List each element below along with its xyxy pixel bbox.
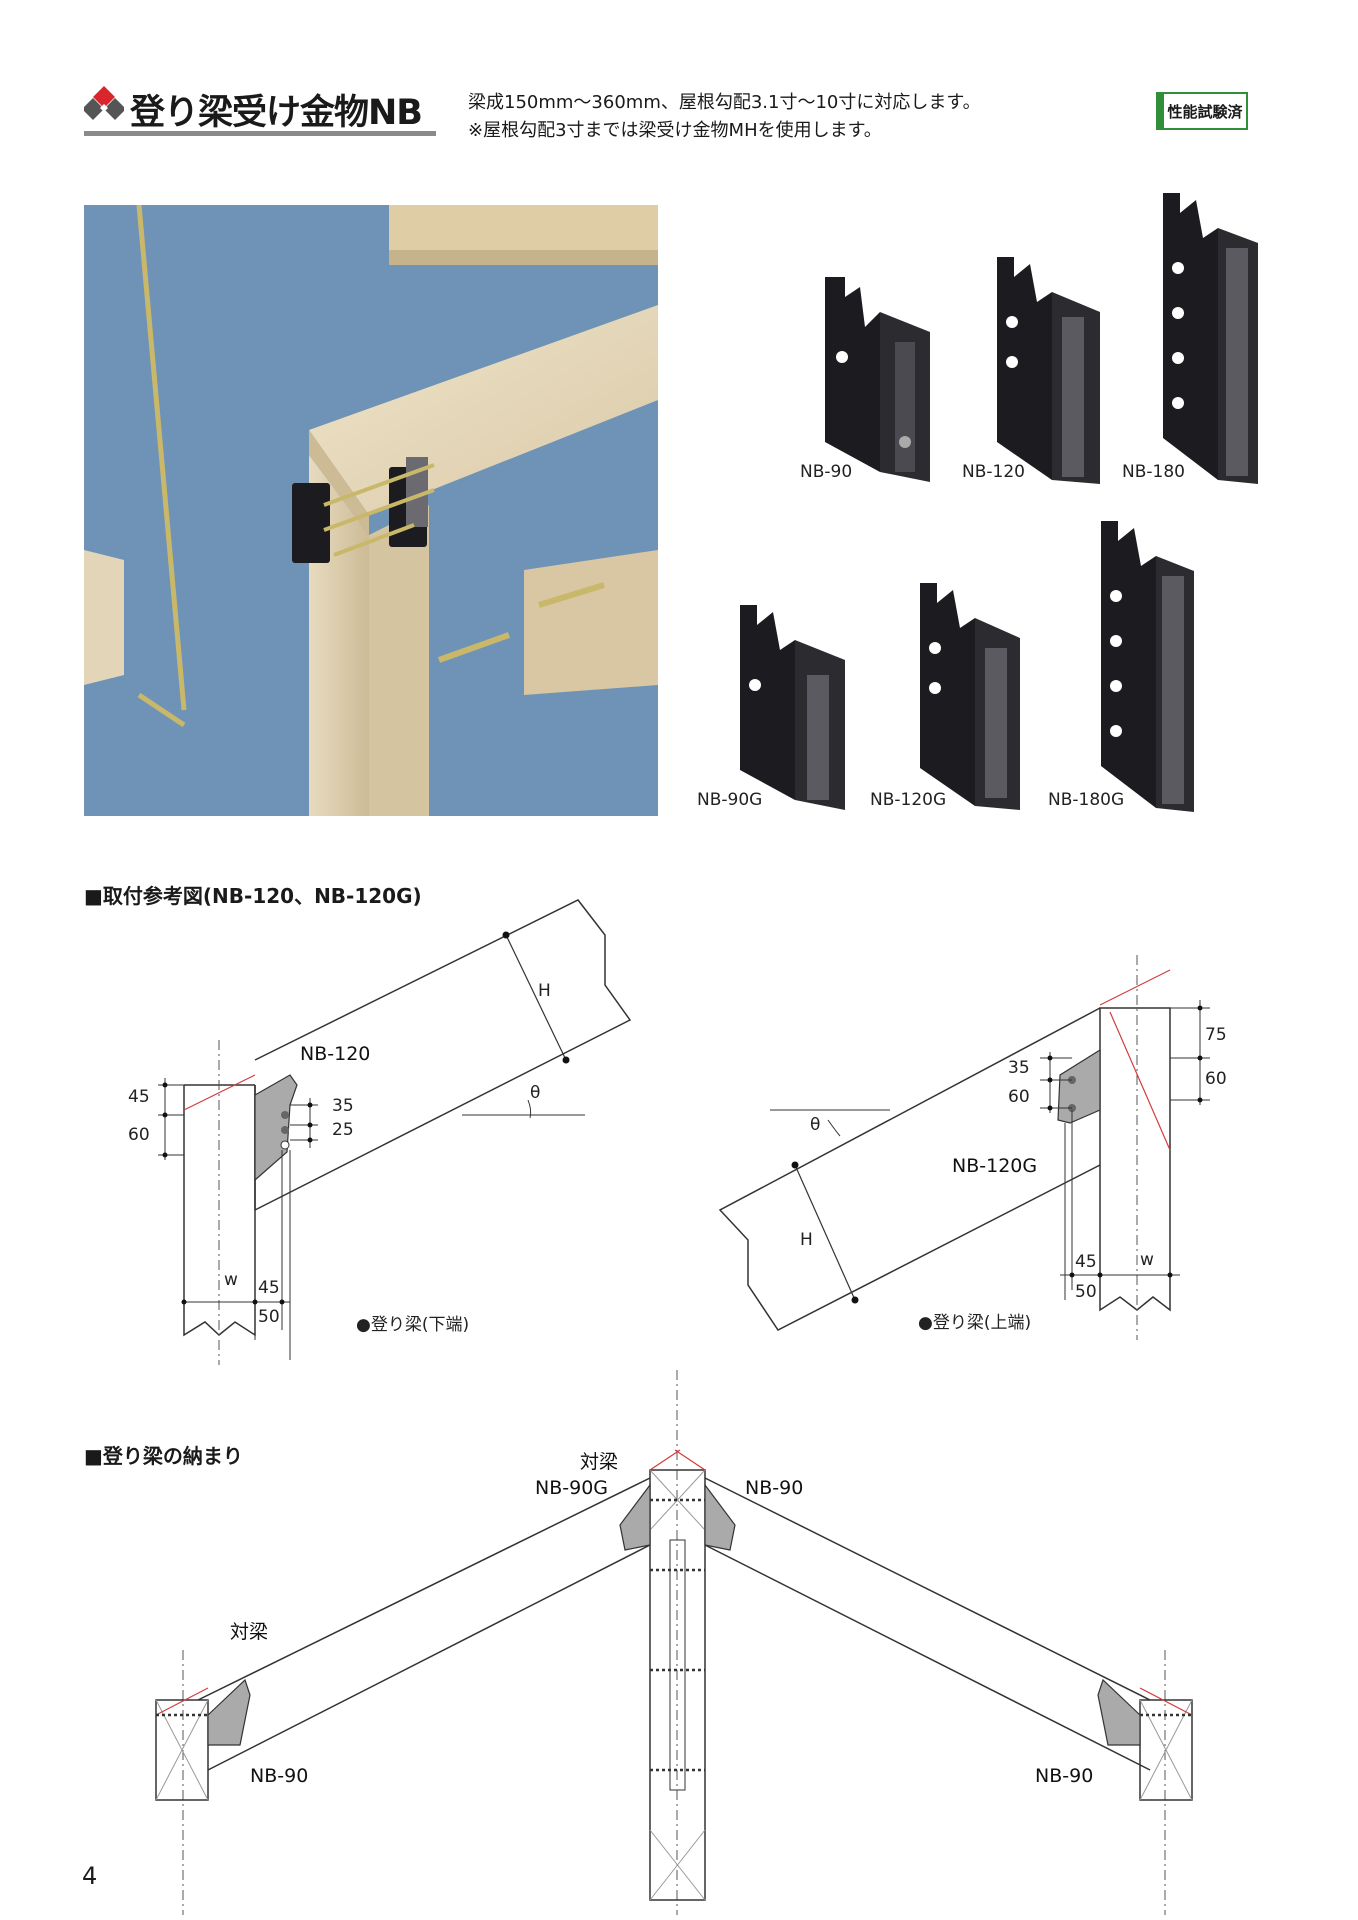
label-bottom-right-nb90: NB-90 xyxy=(1035,1765,1093,1787)
dim-60b-right: 60 xyxy=(1008,1087,1030,1107)
tested-badge: 性能試験済 xyxy=(1156,92,1248,130)
product-label-nb120: NB-120 xyxy=(962,462,1025,482)
label-nb120g: NB-120G xyxy=(952,1155,1037,1177)
label-h-left: H xyxy=(538,981,551,1001)
dim-35-right: 35 xyxy=(1008,1058,1030,1078)
mounting-diagram-bottom: NB-120 H θ 45 60 35 25 w 45 50 ●登り梁(下端) xyxy=(128,899,632,1365)
page-title: 登り梁受け金物NB xyxy=(130,93,423,133)
dim-75-right: 75 xyxy=(1205,1025,1227,1045)
mounting-diagram-top: NB-120G H θ 75 60 35 60 45 w 50 ●登り梁(上端) xyxy=(718,955,1227,1340)
label-top-beam: 対梁 xyxy=(580,1451,618,1473)
page-number: 4 xyxy=(82,1862,98,1890)
product-label-nb90g: NB-90G xyxy=(697,790,763,810)
dim-45-right: 45 xyxy=(1075,1252,1097,1272)
label-nb120: NB-120 xyxy=(300,1043,370,1065)
section-mounting-title: ■取付参考図(NB-120、NB-120G) xyxy=(84,884,422,908)
dim-50-left: 50 xyxy=(258,1307,280,1327)
description-line-1: 梁成150mm〜360mm、屋根勾配3.1寸〜10寸に対応します。 xyxy=(468,92,981,113)
label-theta-left: θ xyxy=(530,1083,540,1103)
section-assembly-title: ■登り梁の納まり xyxy=(84,1444,243,1468)
dim-50-right: 50 xyxy=(1075,1282,1097,1302)
product-label-nb180g: NB-180G xyxy=(1048,790,1125,810)
assembly-diagram: 対梁 NB-90G NB-90 対梁 NB-90 NB-90 xyxy=(155,1370,1193,1915)
product-nb90-image xyxy=(820,272,940,482)
label-top-right-nb90: NB-90 xyxy=(745,1477,803,1499)
dim-60-left: 60 xyxy=(128,1125,150,1145)
dim-45-left: 45 xyxy=(128,1087,150,1107)
title-underline xyxy=(84,131,436,136)
product-nb180-image xyxy=(1158,188,1288,484)
label-theta-right: θ xyxy=(810,1115,820,1135)
label-h-right: H xyxy=(800,1230,813,1250)
installation-photo xyxy=(84,205,658,816)
description-line-2: ※屋根勾配3寸までは梁受け金物MHを使用します。 xyxy=(468,120,882,141)
product-nb120-image xyxy=(992,252,1122,484)
caption-bottom-end: ●登り梁(下端) xyxy=(356,1315,469,1335)
dim-w-left: w xyxy=(224,1270,238,1290)
product-nb180g-image xyxy=(1096,516,1206,812)
label-left-beam: 対梁 xyxy=(230,1621,268,1643)
dim-60-right: 60 xyxy=(1205,1069,1227,1089)
dim-25-left: 25 xyxy=(332,1120,354,1140)
label-bottom-left-nb90: NB-90 xyxy=(250,1765,308,1787)
product-label-nb90: NB-90 xyxy=(800,462,853,482)
dim-45b-left: 45 xyxy=(258,1278,280,1298)
product-label-nb120g: NB-120G xyxy=(870,790,947,810)
label-top-left-nb90g: NB-90G xyxy=(535,1477,608,1499)
product-nb90g-image xyxy=(735,600,855,810)
logo-icon xyxy=(82,84,126,124)
caption-top-end: ●登り梁(上端) xyxy=(918,1313,1031,1333)
dim-35-left: 35 xyxy=(332,1096,354,1116)
dim-w-right: w xyxy=(1140,1250,1154,1270)
product-label-nb180: NB-180 xyxy=(1122,462,1185,482)
product-nb120g-image xyxy=(915,578,1035,810)
